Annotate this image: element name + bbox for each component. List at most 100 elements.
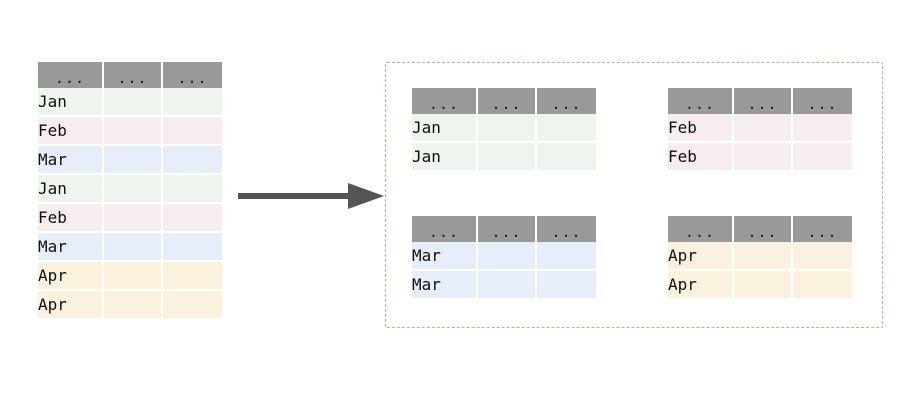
ellipsis-label: ... (807, 222, 838, 241)
table-row: Apr (668, 271, 852, 300)
row-key-cell[interactable]: Apr (38, 291, 104, 320)
row-key-cell[interactable]: Feb (668, 114, 734, 143)
row-value-cell-1[interactable] (104, 291, 163, 320)
table-header-row: ......... (38, 62, 222, 88)
row-value-cell-2[interactable] (163, 88, 222, 117)
row-key-cell[interactable]: Feb (38, 117, 104, 146)
table-row: Apr (38, 291, 222, 320)
table-row: Feb (668, 114, 852, 143)
column-header-1[interactable]: ... (734, 88, 793, 114)
row-value-cell-1[interactable] (734, 271, 793, 300)
row-value-cell-2[interactable] (537, 143, 596, 172)
row-value-cell-1[interactable] (104, 175, 163, 204)
ellipsis-label: ... (54, 68, 86, 87)
column-header-2[interactable]: ... (537, 88, 596, 114)
row-key-cell[interactable]: Jan (412, 143, 478, 172)
row-key-cell[interactable]: Jan (38, 88, 104, 117)
ellipsis-label: ... (491, 94, 522, 113)
row-value-cell-2[interactable] (163, 262, 222, 291)
flow-arrow (238, 183, 384, 209)
row-value-cell-2[interactable] (793, 271, 852, 300)
table-row: Apr (668, 242, 852, 271)
table-row: Mar (38, 146, 222, 175)
row-value-cell-2[interactable] (163, 146, 222, 175)
row-key-cell[interactable]: Jan (38, 175, 104, 204)
column-header-1[interactable]: ... (478, 88, 537, 114)
column-header-1[interactable]: ... (478, 216, 537, 242)
ellipsis-label: ... (177, 68, 208, 87)
row-value-cell-2[interactable] (163, 291, 222, 320)
ellipsis-label: ... (117, 68, 148, 87)
row-key-cell[interactable]: Feb (668, 143, 734, 172)
column-header-0[interactable]: ... (412, 88, 478, 114)
column-header-1[interactable]: ... (734, 216, 793, 242)
row-value-cell-1[interactable] (478, 242, 537, 271)
row-value-cell-1[interactable] (734, 114, 793, 143)
row-value-cell-1[interactable] (734, 242, 793, 271)
row-key-cell[interactable]: Jan (412, 114, 478, 143)
row-value-cell-2[interactable] (163, 117, 222, 146)
row-value-cell-2[interactable] (793, 242, 852, 271)
table-row: Feb (38, 117, 222, 146)
column-header-0[interactable]: ... (412, 216, 478, 242)
table-header-row: ......... (668, 216, 852, 242)
row-value-cell-1[interactable] (478, 143, 537, 172)
table-row: Jan (412, 114, 596, 143)
row-value-cell-2[interactable] (537, 242, 596, 271)
column-header-2[interactable]: ... (793, 216, 852, 242)
table-header-row: ......... (412, 216, 596, 242)
column-header-2[interactable]: ... (793, 88, 852, 114)
row-value-cell-2[interactable] (537, 114, 596, 143)
table-header-row: ......... (412, 88, 596, 114)
column-header-1[interactable]: ... (104, 62, 163, 88)
table-header-row: ......... (668, 88, 852, 114)
table-row: Mar (412, 271, 596, 300)
row-value-cell-2[interactable] (163, 204, 222, 233)
ellipsis-label: ... (747, 222, 778, 241)
row-value-cell-1[interactable] (104, 117, 163, 146)
row-key-cell[interactable]: Mar (38, 146, 104, 175)
row-value-cell-1[interactable] (104, 204, 163, 233)
ellipsis-label: ... (807, 94, 838, 113)
ellipsis-label: ... (684, 94, 716, 113)
group-container (385, 62, 883, 328)
row-value-cell-1[interactable] (104, 146, 163, 175)
row-value-cell-2[interactable] (163, 175, 222, 204)
row-value-cell-1[interactable] (478, 271, 537, 300)
table-row: Jan (38, 175, 222, 204)
row-key-cell[interactable]: Mar (412, 271, 478, 300)
table-row: Apr (38, 262, 222, 291)
table-row: Feb (38, 204, 222, 233)
row-key-cell[interactable]: Apr (668, 242, 734, 271)
column-header-0[interactable]: ... (38, 62, 104, 88)
row-value-cell-1[interactable] (104, 262, 163, 291)
row-value-cell-1[interactable] (104, 88, 163, 117)
ellipsis-label: ... (684, 222, 716, 241)
column-header-0[interactable]: ... (668, 216, 734, 242)
row-value-cell-2[interactable] (537, 271, 596, 300)
ellipsis-label: ... (747, 94, 778, 113)
column-header-0[interactable]: ... (668, 88, 734, 114)
row-key-cell[interactable]: Feb (38, 204, 104, 233)
row-key-cell[interactable]: Apr (668, 271, 734, 300)
row-value-cell-2[interactable] (793, 114, 852, 143)
ellipsis-label: ... (551, 94, 582, 113)
row-key-cell[interactable]: Mar (412, 242, 478, 271)
row-value-cell-2[interactable] (793, 143, 852, 172)
table-row: Feb (668, 143, 852, 172)
column-header-2[interactable]: ... (163, 62, 222, 88)
row-value-cell-1[interactable] (104, 233, 163, 262)
row-key-cell[interactable]: Mar (38, 233, 104, 262)
column-header-2[interactable]: ... (537, 216, 596, 242)
row-key-cell[interactable]: Apr (38, 262, 104, 291)
ellipsis-label: ... (428, 222, 460, 241)
row-value-cell-1[interactable] (478, 114, 537, 143)
row-value-cell-2[interactable] (163, 233, 222, 262)
table-row: Mar (412, 242, 596, 271)
row-value-cell-1[interactable] (734, 143, 793, 172)
